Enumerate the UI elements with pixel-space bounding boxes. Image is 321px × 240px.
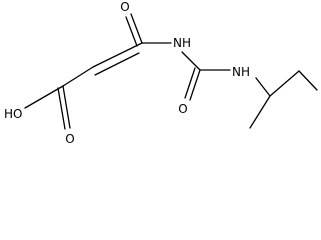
hydroxyl-label: HO [4,107,22,121]
bond-acid-c-o-1 [62,85,71,129]
bond-alkene-2 [94,52,140,76]
urea-carbonyl-oxygen-label: O [178,102,187,116]
bond-oh-c [24,85,64,109]
bond-ch2-ch3 [298,70,318,91]
bond-n-urea-c [181,51,201,71]
bond-amide-c-o-2 [125,16,138,47]
chemical-structure: HO O O NH O NH [4,0,318,146]
acid-carbonyl-oxygen-label: O [65,132,74,146]
bond-amide-c-o-1 [130,13,143,44]
bond-ch-methyl [249,95,271,129]
bond-c-c-alkene-link [62,66,94,87]
imide-nitrogen-label: NH [173,36,191,50]
bond-urea-c-o-2 [184,67,196,99]
bond-alkene-1 [92,42,143,68]
bond-ch-ch2 [269,70,300,97]
amine-nitrogen-label: NH [232,65,250,79]
amide-carbonyl-oxygen-label: O [120,0,129,14]
bond-n-ch [255,77,271,97]
bond-urea-c-o-1 [189,69,201,101]
bond-acid-c-o-2 [57,87,66,130]
